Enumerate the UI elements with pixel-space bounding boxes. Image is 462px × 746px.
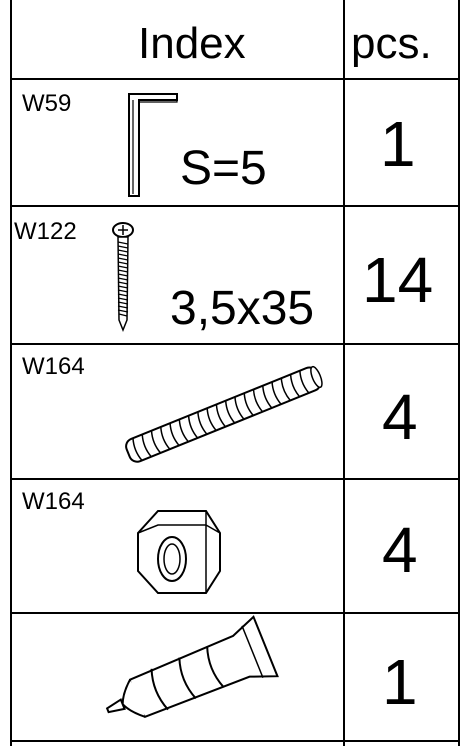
row-3-qty: 4: [382, 381, 418, 453]
row-2-code: W122: [14, 218, 77, 245]
allen-key-icon: [128, 93, 178, 197]
row-4-code: W164: [22, 488, 85, 515]
table-border-bottom: [10, 740, 460, 742]
row-4-qty: 4: [382, 514, 418, 586]
screw-icon: [112, 222, 134, 333]
header-index: Index: [138, 19, 246, 68]
table-border-left: [10, 0, 12, 746]
row-1-qty: 1: [380, 108, 416, 180]
column-divider: [343, 0, 345, 746]
row-1-code: W59: [22, 90, 72, 117]
threaded-rod-icon: [125, 365, 323, 463]
row-5-qty: 1: [382, 646, 418, 718]
row-divider-4: [10, 612, 460, 614]
row-2-qty: 14: [362, 244, 434, 316]
row-divider-header: [10, 78, 460, 80]
header-pcs: pcs.: [351, 19, 432, 68]
row-divider-2: [10, 343, 460, 345]
row-divider-1: [10, 205, 460, 207]
row-1-size: S=5: [180, 142, 267, 195]
table-border-right: [458, 0, 460, 746]
row-divider-3: [10, 478, 460, 480]
row-2-size: 3,5x35: [170, 282, 315, 335]
hex-nut-icon: [137, 510, 221, 594]
glue-tube-icon: [105, 615, 279, 718]
row-3-code: W164: [22, 353, 85, 380]
